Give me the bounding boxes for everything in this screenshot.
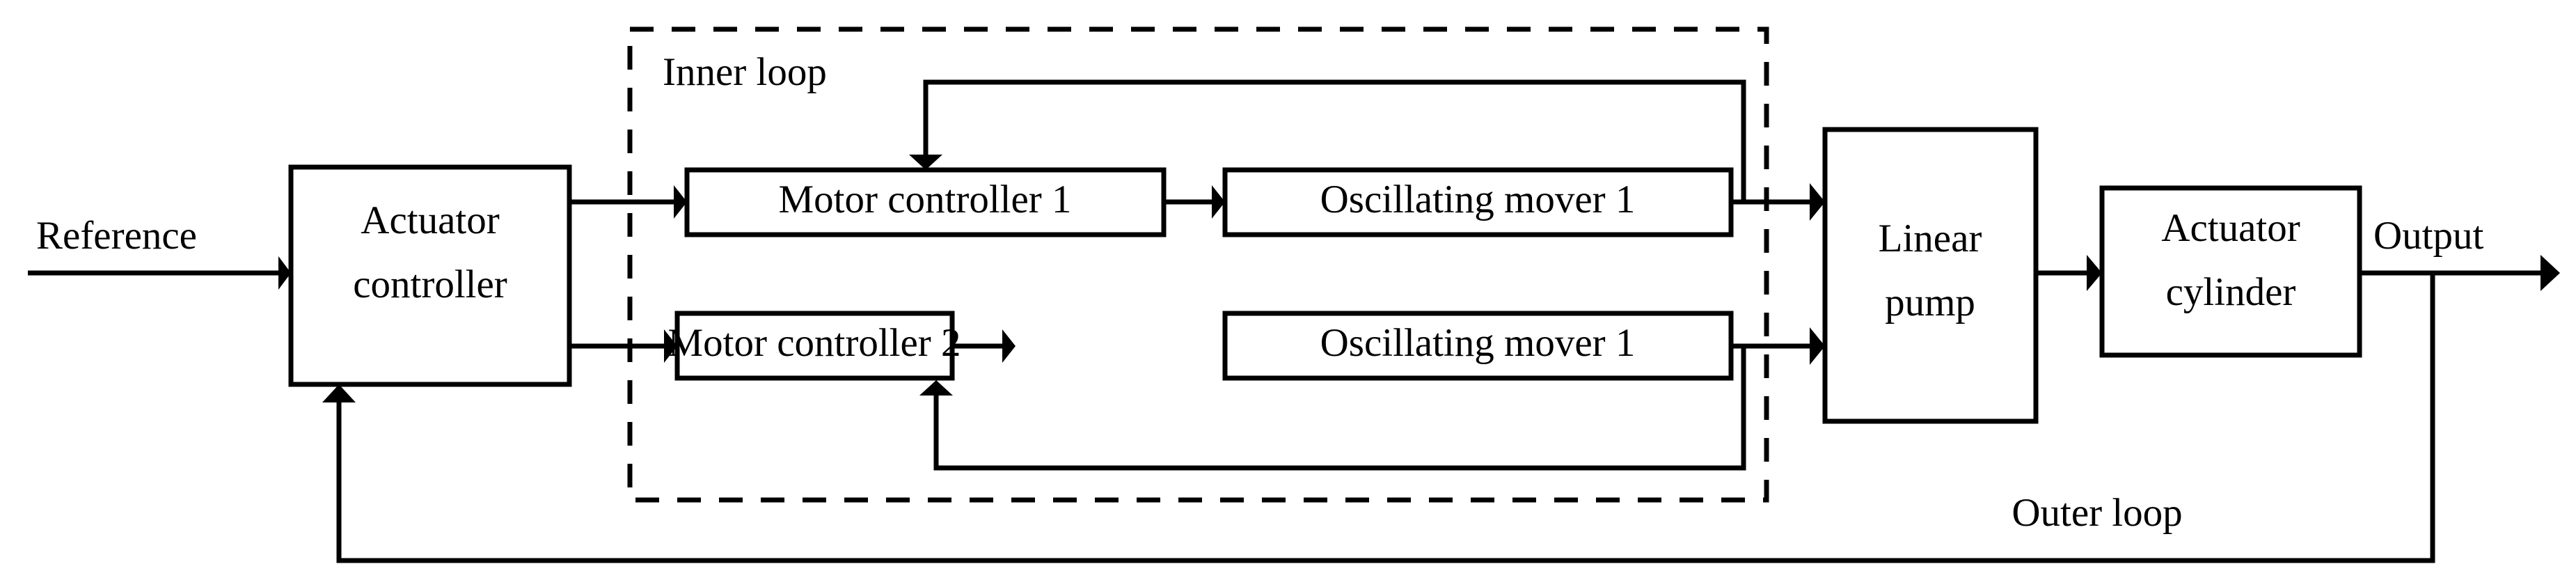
arrowhead-linear-pump-input-top — [1810, 183, 1825, 221]
block-oscillating-mover-2-label: Oscillating mover 1 — [1320, 321, 1636, 365]
block-actuator-controller-label-line2: controller — [353, 263, 507, 306]
arrowhead-motor-controller-2-input — [664, 329, 677, 363]
block-motor-controller-1-label: Motor controller 1 — [778, 178, 1071, 221]
block-linear-pump-label-line1: Linear — [1879, 217, 1982, 260]
block-actuator-cylinder[interactable]: Actuator cylinder — [2099, 185, 2362, 358]
block-motor-controller-2-label: Motor controller 2 — [667, 321, 961, 365]
block-actuator-controller[interactable]: Actuator controller — [288, 164, 572, 387]
block-actuator-cylinder-label-line1: Actuator — [2161, 206, 2300, 250]
wire-inner-feedback-loop-2 — [933, 346, 1746, 471]
block-motor-controller-2-rect-left[interactable] — [674, 311, 955, 381]
block-motor-controller-1-rect[interactable] — [684, 167, 1167, 237]
block-actuator-controller-rect[interactable] — [288, 164, 572, 387]
arrowhead-inner-feedback-2-into-motor-controller-2 — [919, 380, 953, 396]
block-actuator-cylinder-label-line2: cylinder — [2166, 270, 2296, 314]
arrowhead-linear-pump-input-bottom — [1810, 327, 1825, 365]
arrowhead-output — [2541, 255, 2560, 291]
wire-outer-feedback-loop — [336, 273, 2435, 563]
block-oscillating-mover-1-label: Oscillating mover 1 — [1320, 178, 1636, 221]
arrowhead-motor-controller-1-input — [674, 185, 687, 219]
block-linear-pump[interactable]: Linear pump — [1822, 127, 2039, 424]
inner-loop-group-boundary — [627, 26, 1769, 503]
wire-inner-feedback-loop-1 — [923, 79, 1746, 202]
arrowhead-outer-feedback-into-actuator-controller — [322, 384, 356, 402]
arrowhead-oscillating-mover-2-input — [1002, 329, 1016, 363]
block-oscillating-mover-1[interactable]: Oscillating mover 1 — [1222, 167, 1734, 237]
block-oscillating-mover-1-rect[interactable] — [1222, 167, 1734, 237]
block-oscillating-mover-2[interactable]: Oscillating mover 1 — [1222, 311, 1734, 381]
arrowhead-actuator-cylinder-input — [2087, 255, 2102, 291]
block-motor-controller-2[interactable] — [674, 311, 955, 381]
label-output: Output — [2373, 214, 2484, 258]
block-linear-pump-rect[interactable] — [1822, 127, 2039, 424]
block-linear-pump-label-line2: pump — [1885, 281, 1975, 324]
arrowhead-reference-input — [278, 256, 291, 290]
arrowhead-inner-feedback-1-into-motor-controller-1 — [909, 155, 942, 170]
block-motor-controller-1[interactable]: Motor controller 1 — [684, 167, 1167, 237]
arrowhead-oscillating-mover-1-input — [1212, 185, 1225, 219]
label-reference: Reference — [36, 214, 197, 258]
label-outer-loop: Outer loop — [2012, 491, 2182, 535]
block-oscillating-mover-2-rect[interactable] — [1222, 311, 1734, 381]
label-inner-loop: Inner loop — [663, 50, 827, 94]
block-actuator-cylinder-rect[interactable] — [2099, 185, 2362, 358]
block-actuator-controller-label-line1: Actuator — [361, 198, 499, 242]
